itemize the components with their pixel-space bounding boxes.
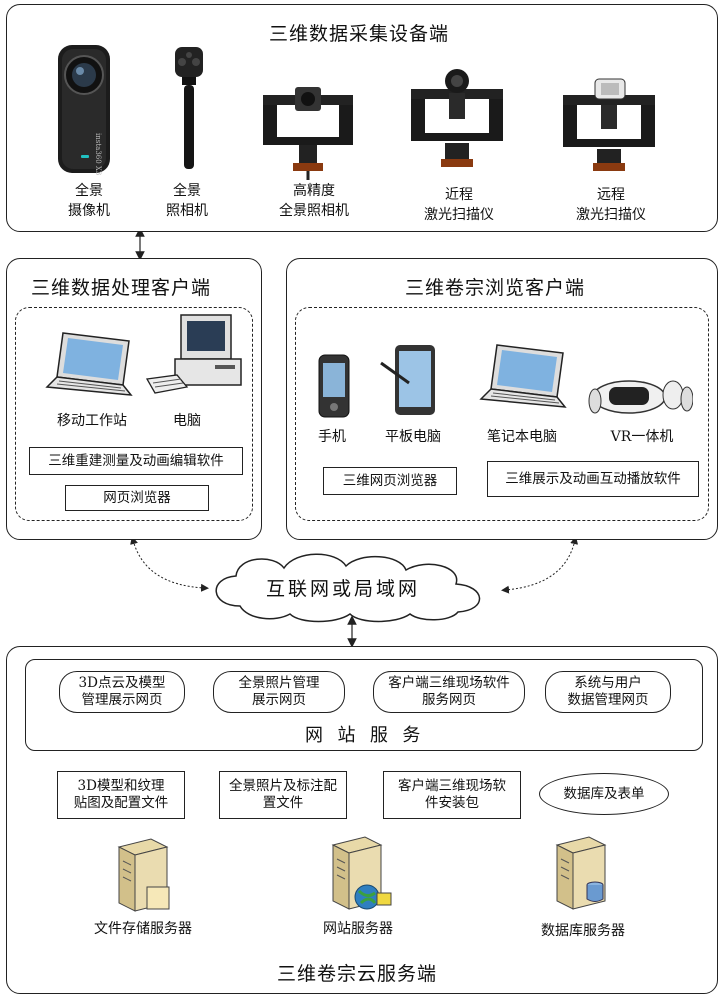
device-label-panoramic-video-camera: 全景 摄像机 xyxy=(68,183,110,219)
cloud-title: 三维卷宗云服务端 xyxy=(277,963,438,985)
device-label-near-range-scanner: 近程 激光扫描仪 xyxy=(424,187,494,223)
cloud-panel: 3D点云及模型管理展示网页 全景照片管理展示网页 客户端三维现场软件服务网页 系… xyxy=(6,646,718,994)
acquisition-title: 三维数据采集设备端 xyxy=(269,23,450,45)
device-label-high-precision-camera: 高精度 全景照相机 xyxy=(279,183,349,219)
browsing-browser-box: 三维网页浏览器 xyxy=(323,467,457,495)
server-label-web: 网站服务器 xyxy=(323,921,393,937)
processing-group xyxy=(15,307,253,521)
svg-text:insta360 X3: insta360 X3 xyxy=(94,133,102,175)
mobile-workstation-icon xyxy=(45,332,133,396)
server-label-database: 数据库服务器 xyxy=(541,923,625,939)
desktop-computer-icon xyxy=(145,314,242,394)
tablet-icon xyxy=(380,345,435,415)
processing-browser-box: 网页浏览器 xyxy=(65,485,209,511)
near-range-laser-scanner-icon xyxy=(411,69,503,167)
device-label-laptop: 笔记本电脑 xyxy=(487,429,557,445)
network-label: 互联网或局域网 xyxy=(266,578,421,600)
website-service-group xyxy=(25,659,703,751)
arrow-browsing-network xyxy=(501,536,579,594)
file-box-client-installer: 客户端三维现场软件安装包 xyxy=(383,771,521,819)
device-label-vr: VR一体机 xyxy=(610,429,674,445)
browsing-panel: 三维卷宗浏览客户端 手机 平板电脑 笔记本电脑 VR一体机 三维网页浏览器 三维… xyxy=(286,258,718,540)
web-page-client-software: 客户端三维现场软件服务网页 xyxy=(373,671,525,713)
device-label-panoramic-photo-camera: 全景 照相机 xyxy=(166,183,208,219)
network-cloud-icon xyxy=(215,553,481,623)
website-service-title: 网 站 服 务 xyxy=(305,725,422,746)
web-server-icon xyxy=(331,836,392,910)
database-tables-ellipse: 数据库及表单 xyxy=(539,773,669,815)
browsing-group xyxy=(295,307,709,521)
device-label-mobile-workstation: 移动工作站 xyxy=(57,413,127,429)
file-storage-server-icon xyxy=(117,838,170,912)
high-precision-panoramic-camera-icon xyxy=(263,87,353,180)
vr-headset-icon xyxy=(588,380,693,414)
browsing-title: 三维卷宗浏览客户端 xyxy=(405,277,586,299)
laptop-icon xyxy=(479,344,567,408)
processing-title: 三维数据处理客户端 xyxy=(31,277,212,299)
device-label-phone: 手机 xyxy=(318,429,346,445)
device-label-desktop: 电脑 xyxy=(173,413,201,429)
mobile-phone-icon xyxy=(318,354,350,418)
file-box-panorama-config: 全景照片及标注配置文件 xyxy=(219,771,347,819)
web-page-system-data: 系统与用户数据管理网页 xyxy=(545,671,671,713)
processing-panel: 三维数据处理客户端 移动工作站 电脑 三维重建测量及动画编辑软件 网页浏览器 xyxy=(6,258,262,540)
file-box-3d-models: 3D模型和纹理贴图及配置文件 xyxy=(57,771,185,819)
far-range-laser-scanner-icon xyxy=(563,78,655,171)
browsing-software-box: 三维展示及动画互动播放软件 xyxy=(487,461,699,497)
panoramic-video-camera-icon: insta360 X3 xyxy=(58,45,110,175)
web-page-panorama: 全景照片管理展示网页 xyxy=(213,671,345,713)
device-label-tablet: 平板电脑 xyxy=(385,429,441,445)
web-page-point-cloud: 3D点云及模型管理展示网页 xyxy=(59,671,185,713)
device-label-far-range-scanner: 远程 激光扫描仪 xyxy=(576,187,646,223)
database-server-icon xyxy=(555,836,607,910)
arrow-processing-network xyxy=(130,536,209,592)
server-label-file-storage: 文件存储服务器 xyxy=(94,921,192,937)
panoramic-photo-camera-icon xyxy=(175,47,203,169)
acquisition-panel: 三维数据采集设备端 insta360 X3 全景 摄像机 全景 照相机 xyxy=(6,4,718,232)
processing-software-box: 三维重建测量及动画编辑软件 xyxy=(29,447,243,475)
